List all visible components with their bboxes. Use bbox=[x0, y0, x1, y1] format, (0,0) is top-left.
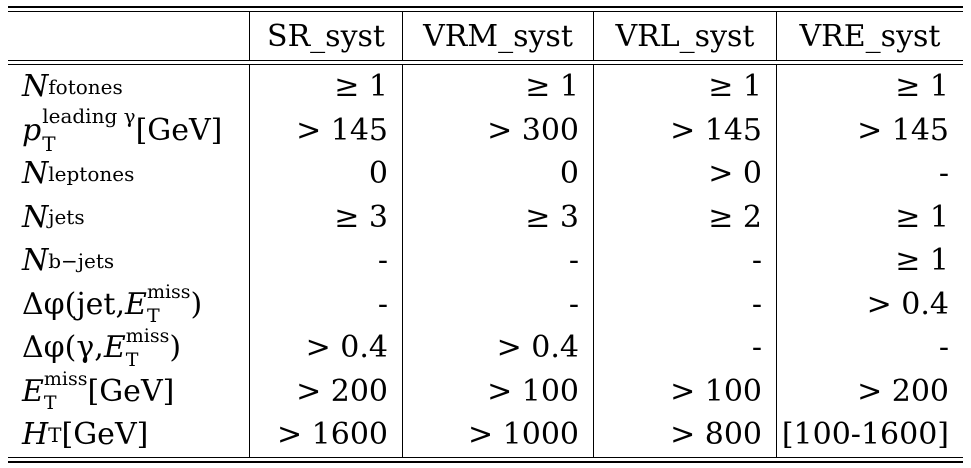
table-cell: 0 bbox=[402, 152, 593, 196]
top-rule bbox=[8, 6, 963, 8]
bottom-rule bbox=[8, 460, 963, 463]
table-cell: > 0 bbox=[593, 152, 776, 196]
top-rule-inner bbox=[8, 11, 963, 12]
table-cell: > 200 bbox=[249, 369, 402, 413]
table-cell: - bbox=[776, 326, 963, 370]
header-empty-cell bbox=[8, 12, 249, 60]
table-cell: > 0.4 bbox=[249, 326, 402, 370]
table-cell: ≥ 1 bbox=[776, 195, 963, 239]
table-cell: > 1600 bbox=[249, 413, 402, 457]
header-rule bbox=[8, 60, 963, 61]
table-cell: > 200 bbox=[776, 369, 963, 413]
table-cell: ≥ 1 bbox=[776, 65, 963, 109]
table-cell: - bbox=[593, 239, 776, 283]
header-vrl-syst: VRL_syst bbox=[593, 12, 776, 60]
table-cell: ≥ 1 bbox=[593, 65, 776, 109]
table-cell: - bbox=[593, 326, 776, 370]
table-cell: 0 bbox=[249, 152, 402, 196]
table-cell: - bbox=[776, 152, 963, 196]
table-row: p leading γ T [GeV] > 145 > 300 > 145 > … bbox=[8, 104, 963, 157]
table-cell: ≥ 1 bbox=[249, 65, 402, 109]
table-cell: > 800 bbox=[593, 413, 776, 457]
header-vrm-syst: VRM_syst bbox=[402, 12, 593, 60]
table-cell: > 0.4 bbox=[776, 282, 963, 326]
header-vre-syst: VRE_syst bbox=[776, 12, 963, 60]
table-cell: ≥ 3 bbox=[402, 195, 593, 239]
table-cell: > 100 bbox=[402, 369, 593, 413]
table-cell: > 1000 bbox=[402, 413, 593, 457]
table-cell: > 145 bbox=[249, 108, 402, 152]
table-cell: ≥ 1 bbox=[776, 239, 963, 283]
table-cell: ≥ 3 bbox=[249, 195, 402, 239]
table-cell: ≥ 1 bbox=[402, 65, 593, 109]
table-cell: - bbox=[402, 239, 593, 283]
table-cell: - bbox=[593, 282, 776, 326]
table-cell: > 0.4 bbox=[402, 326, 593, 370]
table-cell: - bbox=[249, 282, 402, 326]
table-cell: > 100 bbox=[593, 369, 776, 413]
table-cell: > 145 bbox=[593, 108, 776, 152]
row-label-pt-leading-photon: p leading γ T [GeV] bbox=[22, 104, 223, 157]
table-cell: - bbox=[249, 239, 402, 283]
table-cell: > 145 bbox=[776, 108, 963, 152]
table-cell: ≥ 2 bbox=[593, 195, 776, 239]
table-cell: > 300 bbox=[402, 108, 593, 152]
header-rule-inner bbox=[8, 64, 963, 65]
table-cell: [100-1600] bbox=[776, 413, 963, 457]
header-sr-syst: SR_syst bbox=[249, 12, 402, 60]
bottom-rule-inner bbox=[8, 456, 963, 458]
table-cell: - bbox=[402, 282, 593, 326]
header-row: SR_syst VRM_syst VRL_syst VRE_syst bbox=[8, 12, 963, 60]
